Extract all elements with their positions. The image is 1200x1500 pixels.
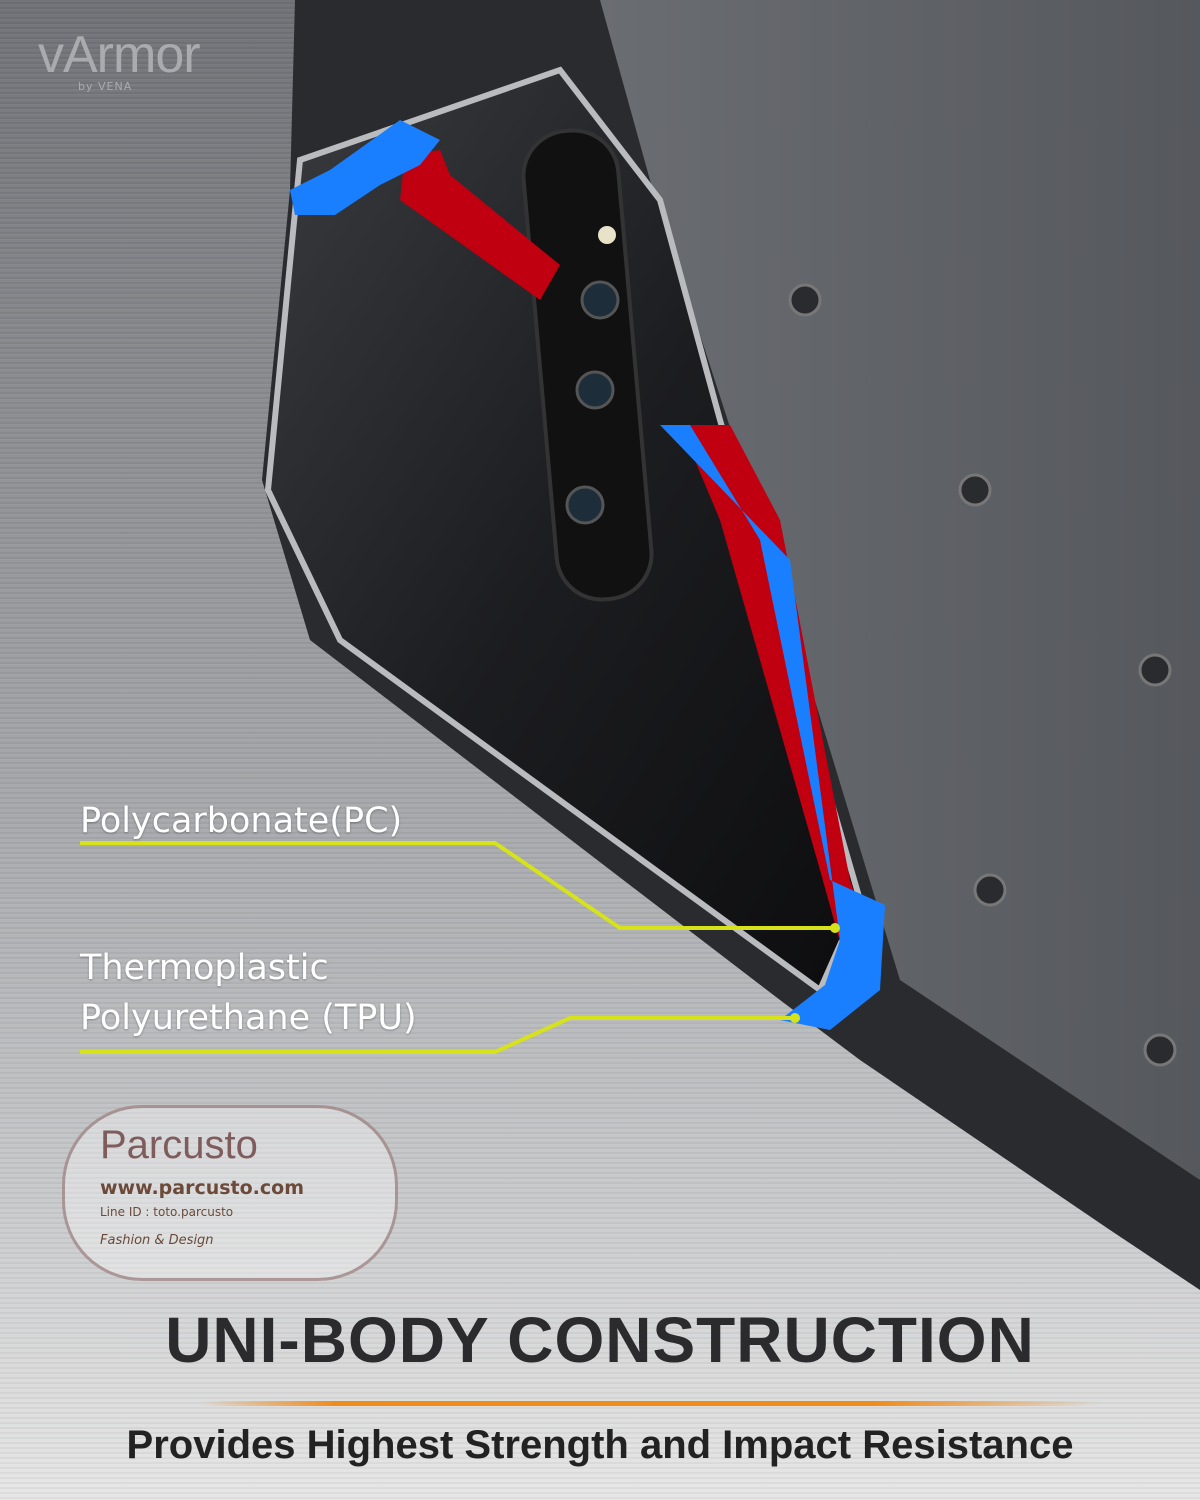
tpu-label-line2: Polyurethane (TPU) — [80, 998, 417, 1038]
tpu-callout-line — [80, 1016, 795, 1054]
pc-layer-top — [400, 150, 560, 300]
camera-lens — [575, 370, 615, 410]
headline: UNI-BODY CONSTRUCTION — [165, 1304, 1035, 1376]
logo-name: vArmor — [38, 26, 201, 84]
watermark-url: www.parcusto.com — [100, 1177, 305, 1199]
pc-label: Polycarbonate(PC) — [80, 801, 403, 841]
tpu-layer-side — [660, 425, 885, 1030]
watermark-name: Parcusto — [100, 1123, 258, 1167]
brand-logo: vArmor by VENA — [38, 26, 201, 93]
tpu-callout-dot — [790, 1013, 800, 1023]
subheadline: Provides Highest Strength and Impact Res… — [126, 1423, 1074, 1467]
accent-divider — [200, 1401, 1100, 1406]
watermark-badge — [62, 1105, 398, 1281]
camera-lens — [580, 280, 620, 320]
pc-callout-dot — [830, 923, 840, 933]
camera-module — [521, 128, 654, 602]
case-armor-plate — [600, 0, 1200, 1180]
watermark-line-id: Line ID : toto.parcusto — [100, 1205, 234, 1219]
tpu-label-line1: Thermoplastic — [80, 948, 329, 988]
logo-byline: by VENA — [78, 80, 133, 93]
tpu-layer-top — [290, 120, 440, 215]
flash-icon — [598, 226, 616, 244]
pc-callout-line — [80, 841, 835, 930]
camera-lens — [565, 485, 605, 525]
screws — [788, 283, 1177, 1067]
watermark-tagline: Fashion & Design — [100, 1233, 214, 1248]
